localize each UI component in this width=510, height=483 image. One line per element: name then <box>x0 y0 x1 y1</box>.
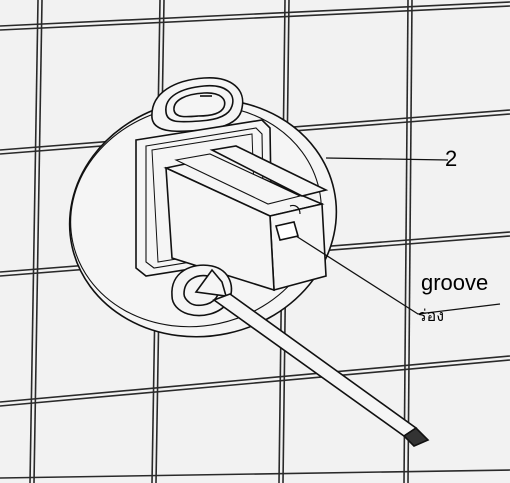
leader-line-groove <box>295 235 501 315</box>
leader-lines <box>295 157 501 315</box>
callout-part-number: 2 <box>445 146 458 171</box>
connector-block <box>163 145 329 292</box>
screw-slot <box>151 77 244 133</box>
screwdriver <box>194 268 430 447</box>
callout-groove-english: groove <box>421 270 489 295</box>
leader-line-part-2 <box>325 157 449 161</box>
callout-groove-thai: ร่อง <box>418 308 445 325</box>
